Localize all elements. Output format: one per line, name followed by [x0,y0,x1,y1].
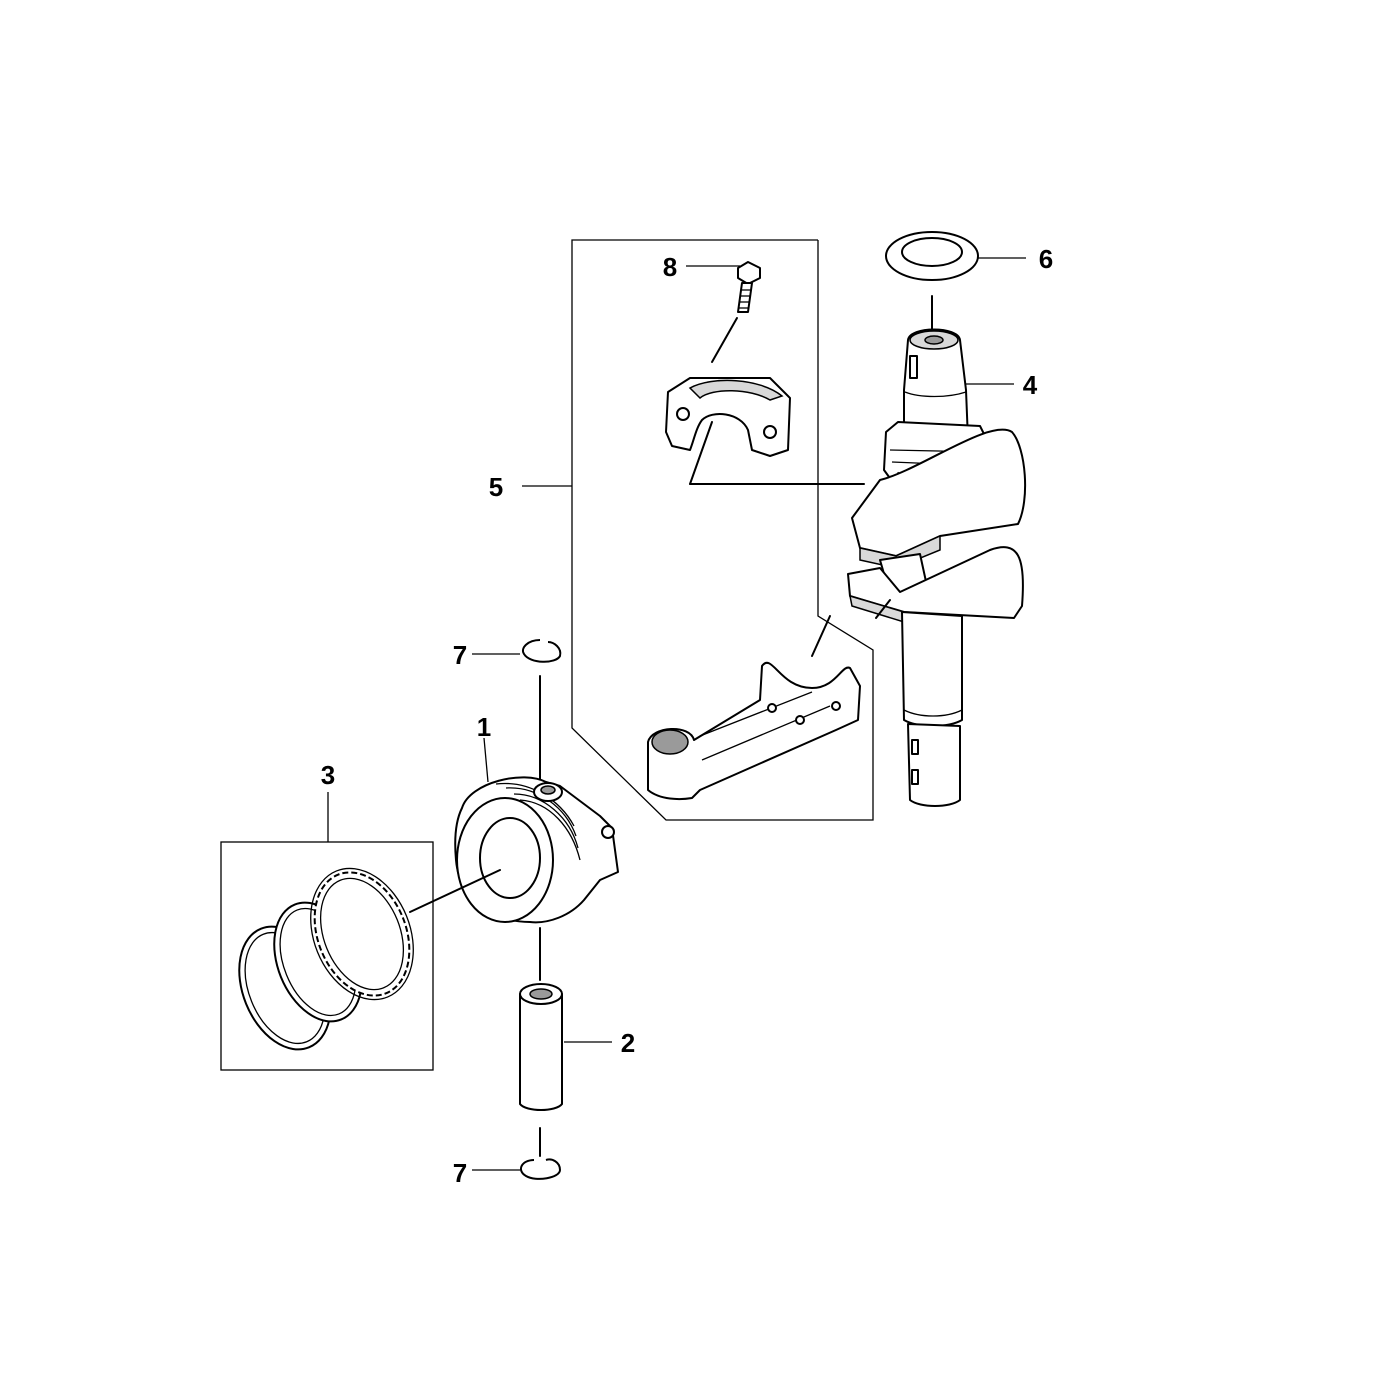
callout-circlip-top: 7 [453,640,467,670]
crankshaft [847,328,1027,807]
callout-circlip-bottom: 7 [453,1158,467,1188]
piston-pin [519,983,563,1111]
ring-set-frame [220,841,434,1071]
callout-washer: 6 [1039,244,1053,274]
leader-1 [483,737,489,783]
piston [454,776,619,981]
ring-set [238,867,501,1051]
rod-cap [665,377,865,485]
callout-crankshaft: 4 [1023,370,1038,400]
circlip-top [522,639,562,797]
callout-piston: 1 [477,712,491,742]
callout-piston-pin: 2 [621,1028,635,1058]
connecting-rod [647,615,861,800]
callout-ring-set: 3 [321,760,335,790]
washer [885,231,979,331]
bolt [711,261,761,363]
callout-bolt: 8 [663,252,677,282]
circlip-bottom [519,1127,561,1180]
callout-connecting-rod-assembly: 5 [489,472,503,502]
